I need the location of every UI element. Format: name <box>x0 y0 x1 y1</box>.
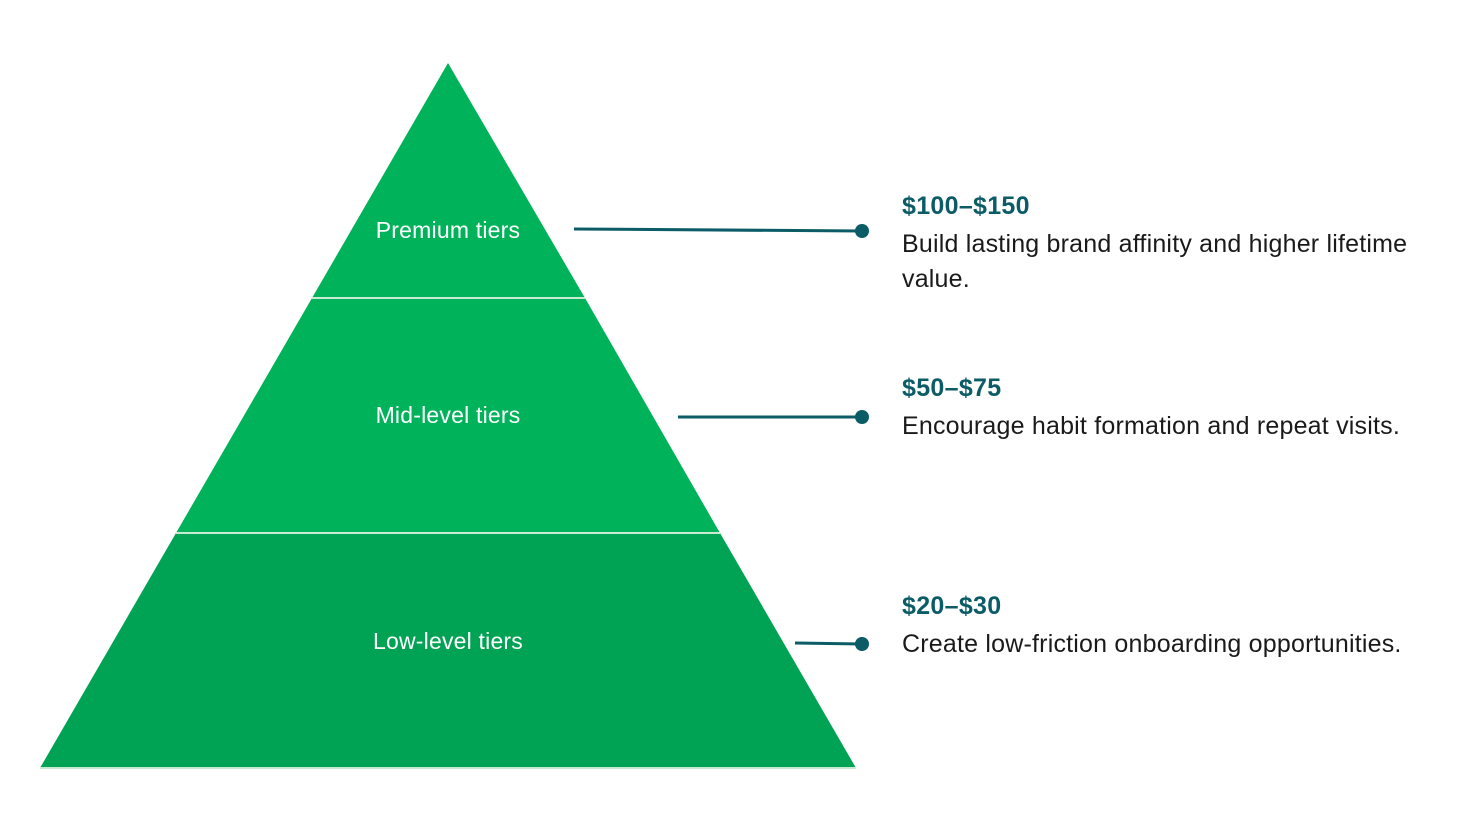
tier-price-low: $20–$30 <box>902 592 1002 620</box>
pyramid-segment-mid <box>176 298 720 533</box>
pyramid-segment-premium <box>312 63 585 298</box>
tier-price-mid: $50–$75 <box>902 374 1002 402</box>
connector-dot-mid <box>855 410 869 424</box>
tier-info-premium: $100–$150 Build lasting brand affinity a… <box>902 191 1422 297</box>
tier-info-mid: $50–$75 Encourage habit formation and re… <box>902 373 1422 444</box>
connector-dot-premium <box>855 224 869 238</box>
tier-label-premium: Premium tiers <box>375 217 521 243</box>
connector-dot-low <box>855 637 869 651</box>
tier-label-mid: Mid-level tiers <box>375 402 521 428</box>
tier-price-premium: $100–$150 <box>902 192 1030 220</box>
tier-label-low: Low-level tiers <box>373 628 523 654</box>
tier-description-mid: Encourage habit formation and repeat vis… <box>902 412 1400 440</box>
connector-line-premium <box>573 227 863 233</box>
tier-info-low: $20–$30 Create low-friction onboarding o… <box>902 591 1422 662</box>
tier-description-premium: Build lasting brand affinity and higher … <box>902 230 1408 293</box>
connector-line-low <box>794 641 863 646</box>
pyramid-segment-low <box>40 533 856 768</box>
tier-description-low: Create low-friction onboarding opportuni… <box>902 630 1402 658</box>
